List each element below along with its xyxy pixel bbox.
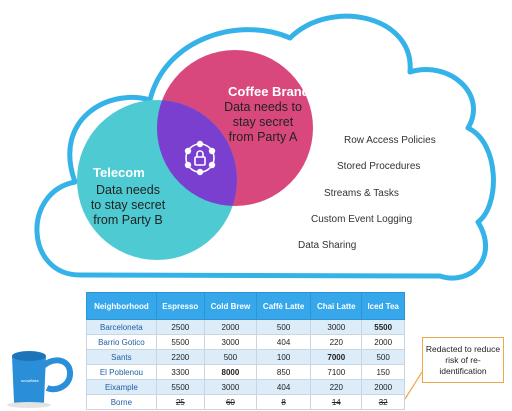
table-row: Barrio Gotico 5500 3000 404 220 2000 xyxy=(86,334,405,350)
feature-row-access-policies: Row Access Policies xyxy=(344,135,436,146)
mug-label: snowflake xyxy=(21,378,40,383)
feature-custom-event-logging: Custom Event Logging xyxy=(311,214,413,225)
table-cell: 2000 xyxy=(203,319,257,335)
table-cell: El Poblenou xyxy=(86,364,157,380)
table-cell: 2200 xyxy=(155,349,205,365)
table-cell: Barrio Gotico xyxy=(86,334,157,350)
feature-stored-procedures: Stored Procedures xyxy=(337,161,421,172)
table-cell: Barceloneta xyxy=(86,319,157,335)
table-cell: 3300 xyxy=(155,364,205,380)
header-iced-tea: Iced Tea xyxy=(361,292,405,320)
table-cell: 3000 xyxy=(203,334,257,350)
mug-illustration xyxy=(7,351,73,408)
table-cell: 8 xyxy=(255,394,312,410)
callout-text: Redacted to reduce risk of re-identifica… xyxy=(425,343,501,376)
table-cell: 500 xyxy=(255,319,312,335)
coffee-brand-title: Coffee Brand xyxy=(228,84,310,99)
table-cell: 3000 xyxy=(310,319,363,335)
table-cell: 500 xyxy=(361,349,405,365)
telecom-title: Telecom xyxy=(93,165,145,180)
table-cell: 2500 xyxy=(155,319,205,335)
table-cell: 7000 xyxy=(310,349,363,365)
header-neighborhood: Neighborhood xyxy=(86,292,157,320)
table-row: Sants 2200 500 100 7000 500 xyxy=(86,349,405,365)
table-cell: 14 xyxy=(310,394,363,410)
table-cell: 500 xyxy=(203,349,257,365)
table-cell: 25 xyxy=(155,394,205,410)
table-cell: 7100 xyxy=(310,364,363,380)
feature-streams-tasks: Streams & Tasks xyxy=(324,188,399,199)
table-cell: Eixample xyxy=(86,379,157,395)
table-row: El Poblenou 3300 8000 850 7100 150 xyxy=(86,364,405,380)
lock-network-icon xyxy=(184,140,216,176)
data-table: Neighborhood Espresso Cold Brew Caffè La… xyxy=(86,292,405,410)
coffee-brand-text: Data needs to stay secret from Party A xyxy=(224,100,302,144)
overlap-region xyxy=(157,100,237,206)
callout-pointer xyxy=(404,371,423,400)
table-cell: 5500 xyxy=(155,379,205,395)
table-cell: 404 xyxy=(255,334,312,350)
header-espresso: Espresso xyxy=(155,292,205,320)
table-cell: 2000 xyxy=(361,334,405,350)
table-cell: 60 xyxy=(203,394,257,410)
table-cell: 150 xyxy=(361,364,405,380)
table-cell: 220 xyxy=(310,334,363,350)
table-cell: 850 xyxy=(255,364,312,380)
redaction-callout: Redacted to reduce risk of re-identifica… xyxy=(422,337,504,383)
header-caffe-latte: Caffè Latte xyxy=(255,292,312,320)
table-cell: 5500 xyxy=(361,319,405,335)
feature-data-sharing: Data Sharing xyxy=(298,240,357,251)
table-cell: 404 xyxy=(255,379,312,395)
table-cell: 32 xyxy=(361,394,405,410)
table-cell: 3000 xyxy=(203,379,257,395)
header-cold-brew: Cold Brew xyxy=(203,292,257,320)
table-cell: Sants xyxy=(86,349,157,365)
table-row: Eixample 5500 3000 404 220 2000 xyxy=(86,379,405,395)
table-cell: 2000 xyxy=(361,379,405,395)
table-row: Barceloneta 2500 2000 500 3000 5500 xyxy=(86,319,405,335)
table-cell: 220 xyxy=(310,379,363,395)
table-header-row: Neighborhood Espresso Cold Brew Caffè La… xyxy=(86,292,405,320)
header-chai-latte: Chai Latte xyxy=(310,292,363,320)
table-row-redacted: Borne 25 60 8 14 32 xyxy=(86,394,405,410)
table-cell: 100 xyxy=(255,349,312,365)
telecom-text: Data needs to stay secret from Party B xyxy=(90,183,166,227)
table-cell: 5500 xyxy=(155,334,205,350)
table-cell: Borne xyxy=(86,394,157,410)
table-cell: 8000 xyxy=(203,364,257,380)
